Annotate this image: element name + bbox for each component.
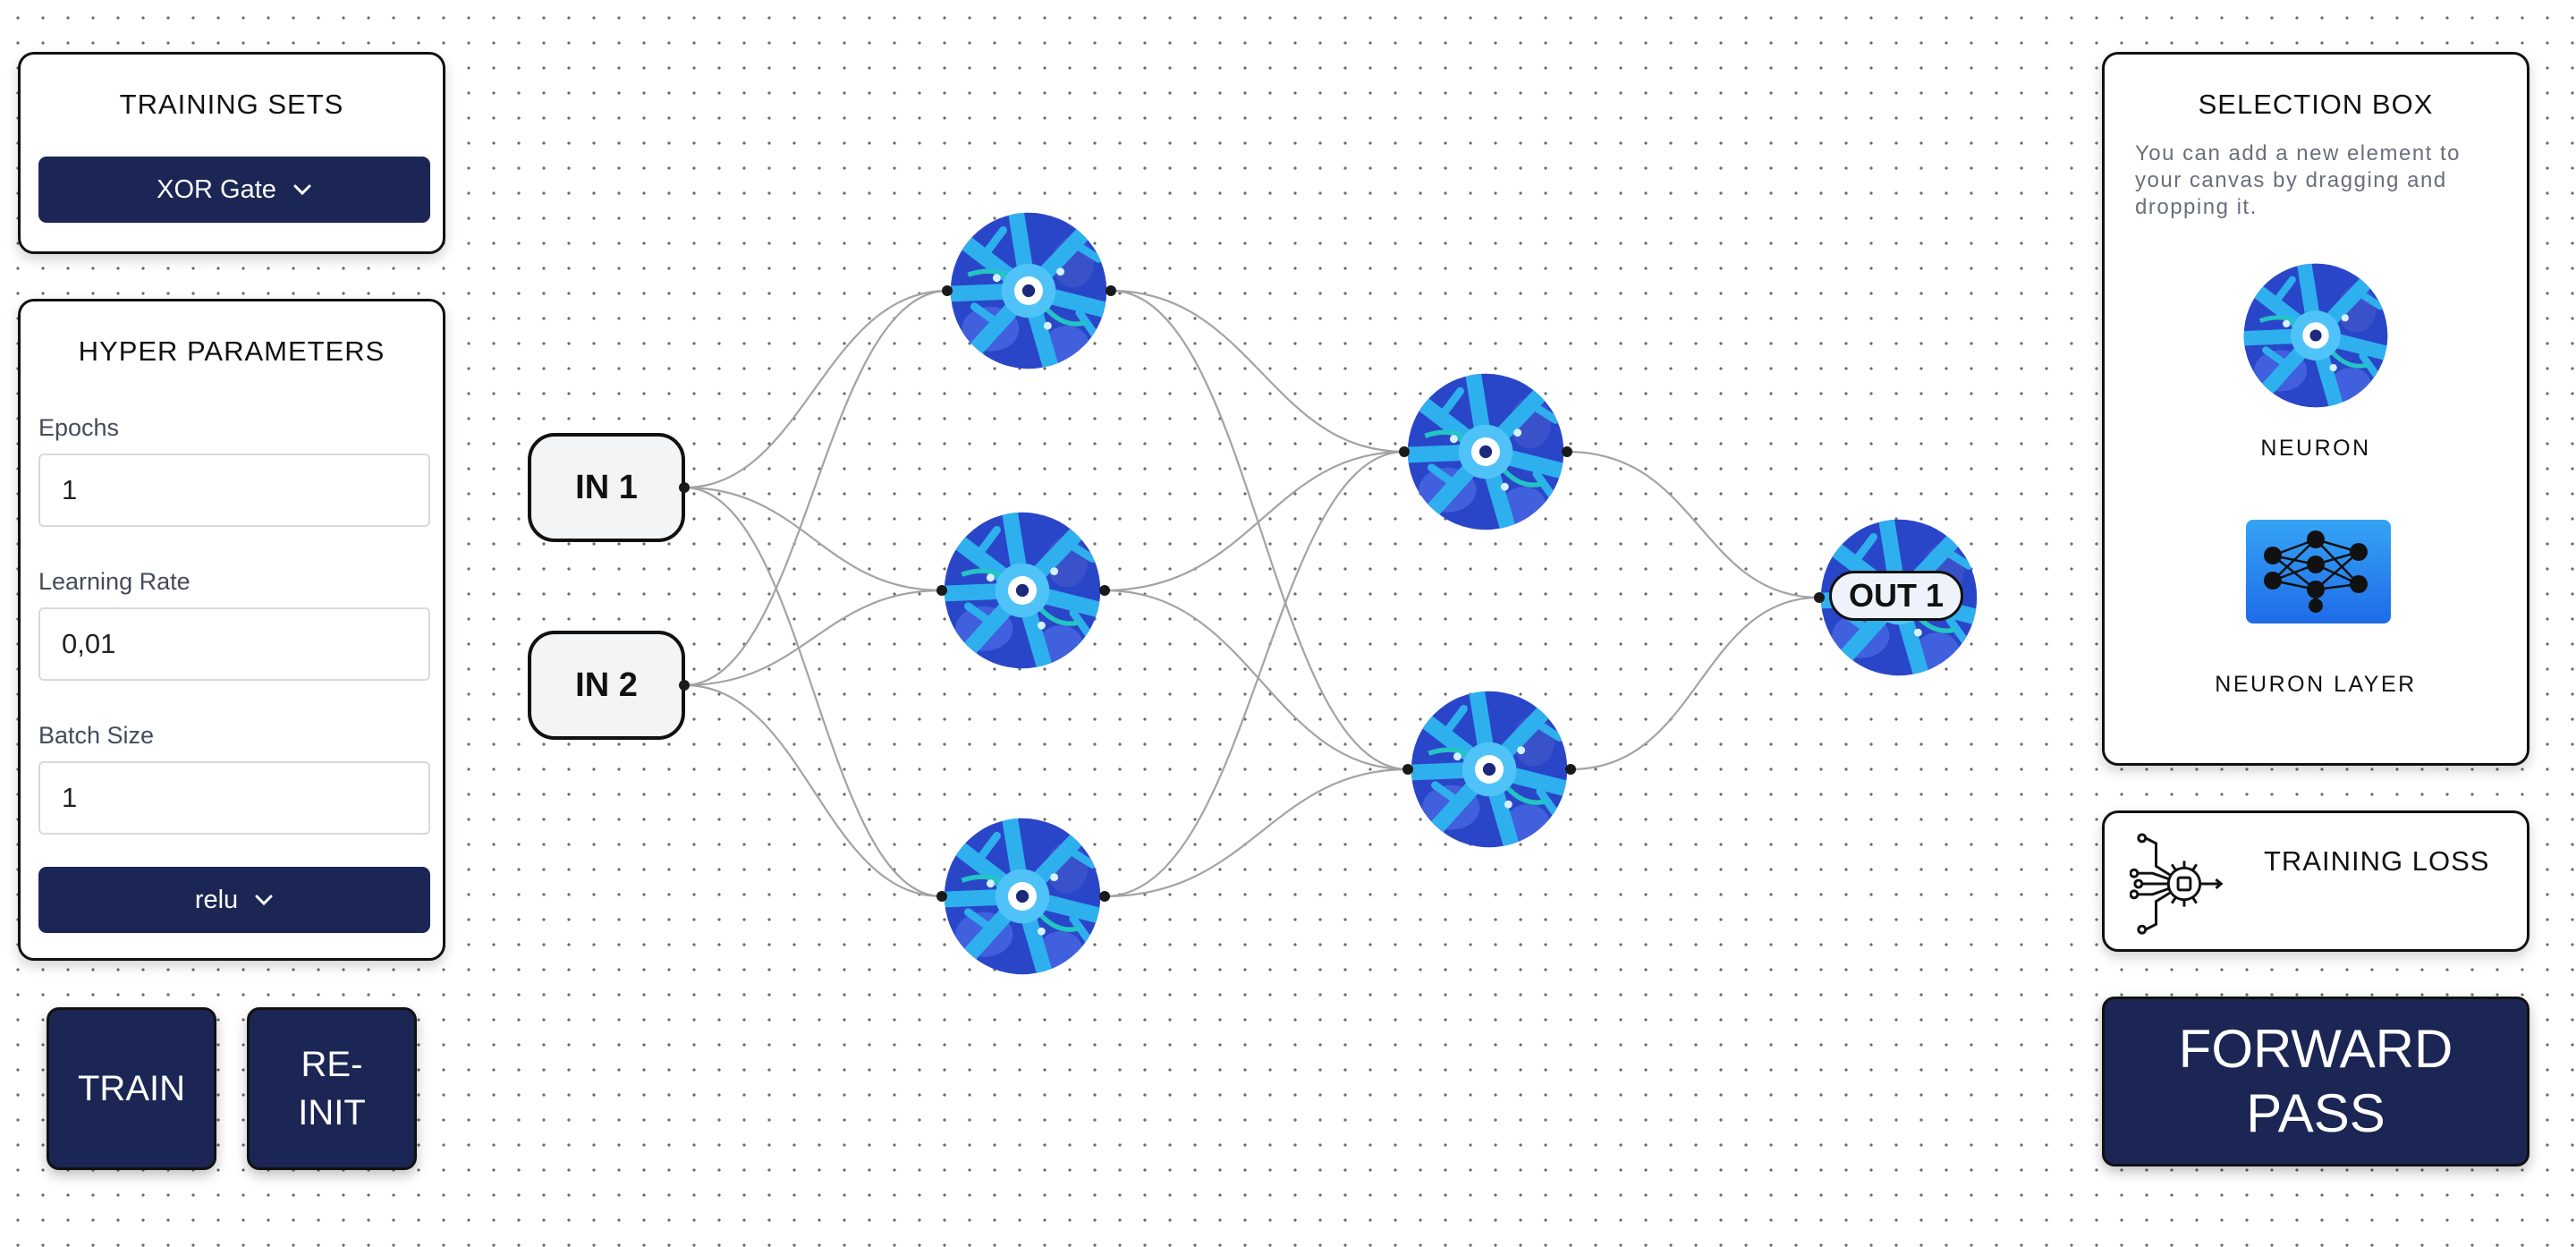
- neuron-icon: [2242, 262, 2389, 409]
- forward-pass-line1: FORWARD: [2178, 1019, 2453, 1079]
- input-node-1[interactable]: IN 1: [528, 433, 685, 542]
- learning-rate-label: Learning Rate: [38, 568, 191, 595]
- edge-in1-n3: [683, 486, 943, 898]
- neuron-layer1-1[interactable]: [949, 211, 1108, 370]
- input-node-2-label: IN 2: [575, 666, 638, 704]
- port[interactable]: [1562, 446, 1572, 457]
- reinit-button[interactable]: RE- INIT: [247, 1007, 417, 1170]
- output-node-label: OUT 1: [1829, 571, 1963, 621]
- input-node-2[interactable]: IN 2: [528, 631, 685, 740]
- batch-size-label: Batch Size: [38, 722, 155, 749]
- learning-rate-input[interactable]: [38, 607, 430, 681]
- forward-pass-line2: PASS: [2246, 1083, 2385, 1143]
- port-in1-out[interactable]: [679, 482, 690, 493]
- edge-n2-m1: [1104, 450, 1405, 592]
- port[interactable]: [1402, 764, 1413, 775]
- port[interactable]: [1814, 592, 1825, 603]
- training-sets-title: TRAINING SETS: [119, 89, 344, 120]
- selection-box-panel: SELECTION BOX You can add a new element …: [2102, 52, 2529, 766]
- hyper-parameters-panel: HYPER PARAMETERS Epochs Learning Rate Ba…: [18, 299, 445, 961]
- train-button[interactable]: TRAIN: [47, 1007, 216, 1170]
- neuron-icon: [943, 511, 1102, 670]
- forward-pass-button[interactable]: FORWARD PASS: [2102, 997, 2529, 1166]
- training-set-dropdown[interactable]: XOR Gate: [38, 157, 430, 223]
- port[interactable]: [1099, 891, 1110, 902]
- edge-in2-n2: [683, 589, 943, 687]
- neuron-icon: [1410, 690, 1569, 849]
- training-loss-panel[interactable]: TRAINING LOSS: [2102, 810, 2529, 952]
- edge-in1-n2: [683, 486, 943, 592]
- port[interactable]: [1399, 446, 1410, 457]
- edge-m2-out: [1570, 596, 1820, 771]
- port[interactable]: [942, 285, 953, 296]
- port-in2-out[interactable]: [679, 680, 690, 691]
- hyper-parameters-title: HYPER PARAMETERS: [78, 335, 386, 367]
- batch-size-input[interactable]: [38, 761, 430, 835]
- neuron-layer2-2[interactable]: [1410, 690, 1569, 849]
- edge-in2-n1: [683, 289, 949, 687]
- neuron-icon: [943, 817, 1102, 976]
- port[interactable]: [1099, 585, 1110, 596]
- port[interactable]: [936, 585, 947, 596]
- edge-n3-m2: [1104, 768, 1409, 898]
- port[interactable]: [1106, 285, 1116, 296]
- port[interactable]: [1565, 764, 1576, 775]
- chevron-down-icon: [255, 895, 273, 906]
- edge-n1-m2: [1110, 289, 1409, 771]
- training-set-selected: XOR Gate: [157, 174, 276, 204]
- activation-dropdown[interactable]: relu: [38, 867, 430, 933]
- palette-neuron[interactable]: [2242, 262, 2389, 409]
- neuron-layer2-1[interactable]: [1406, 372, 1565, 531]
- activation-selected: relu: [194, 885, 239, 914]
- edge-in1-n1: [683, 289, 949, 489]
- neuron-layer1-2[interactable]: [943, 511, 1102, 670]
- selection-box-title: SELECTION BOX: [2198, 89, 2434, 120]
- edge-n3-m1: [1104, 450, 1405, 898]
- palette-neuron-label: NEURON: [2260, 436, 2371, 461]
- neuron-icon: [949, 211, 1108, 370]
- edge-in2-n3: [683, 683, 943, 898]
- selection-box-description: You can add a new element to your canvas…: [2135, 141, 2462, 219]
- training-loss-title: TRAINING LOSS: [2264, 845, 2490, 877]
- reinit-label-line1: RE-: [301, 1045, 363, 1084]
- neuron-layer1-3[interactable]: [943, 817, 1102, 976]
- palette-neuron-layer-label: NEURON LAYER: [2215, 672, 2417, 697]
- epochs-input[interactable]: [38, 454, 430, 527]
- port[interactable]: [936, 891, 947, 902]
- input-node-1-label: IN 1: [575, 468, 638, 506]
- epochs-label: Epochs: [38, 414, 120, 441]
- reinit-label-line2: INIT: [298, 1093, 366, 1132]
- palette-neuron-layer[interactable]: [2246, 520, 2391, 624]
- chevron-down-icon: [293, 184, 311, 196]
- neural-network-icon: [2264, 530, 2368, 613]
- ai-chip-icon: [2130, 833, 2224, 935]
- training-sets-panel: TRAINING SETS XOR Gate: [18, 52, 445, 254]
- neuron-icon: [1406, 372, 1565, 531]
- edge-n1-m1: [1110, 289, 1405, 454]
- edge-m1-out: [1566, 450, 1820, 599]
- edge-n2-m2: [1104, 589, 1409, 771]
